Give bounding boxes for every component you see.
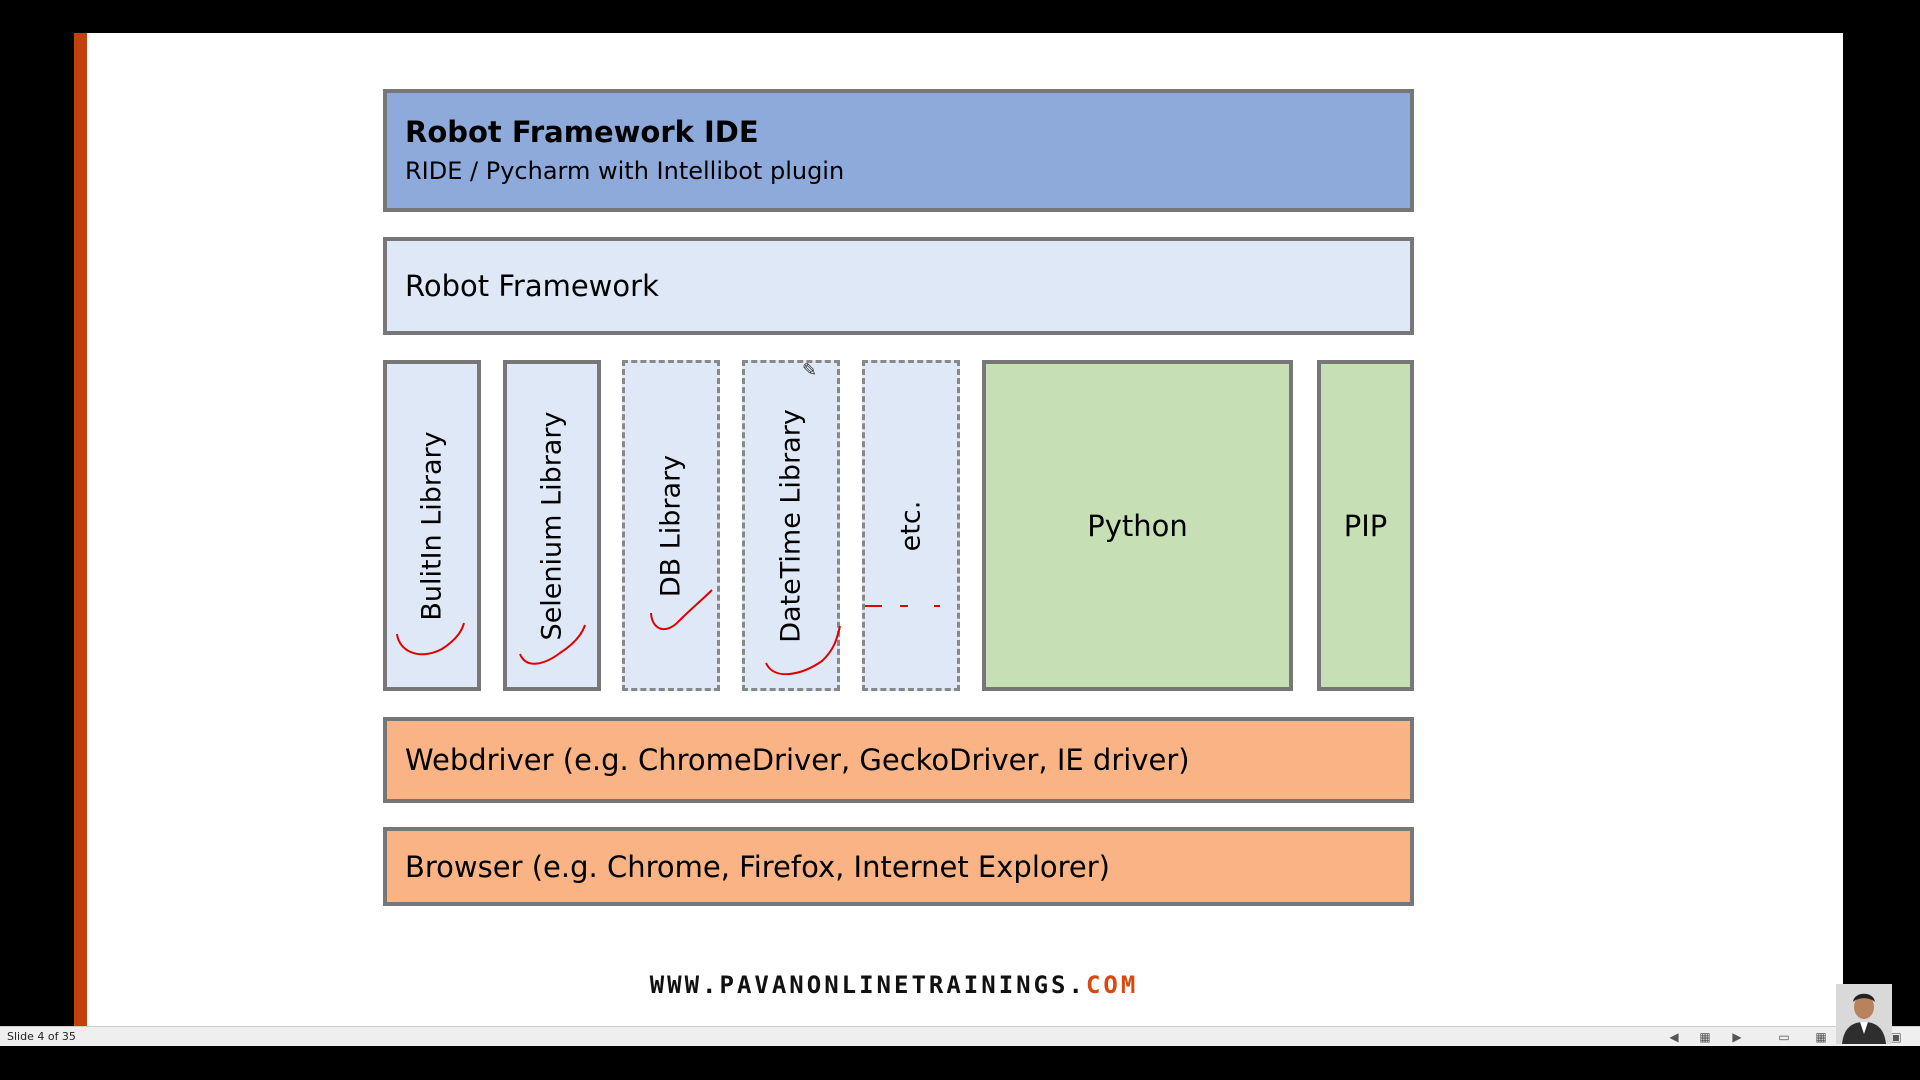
footer-url-main: WWW.PAVANONLINETRAININGS.: [649, 971, 1086, 999]
slide-accent-bar: [74, 33, 87, 1026]
slide-counter: Slide 4 of 35: [7, 1030, 76, 1043]
ide-subtitle: RIDE / Pycharm with Intellibot plugin: [405, 157, 845, 185]
presenter-avatar: [1836, 984, 1892, 1044]
status-bar: Slide 4 of 35 ◀ ▦ ▶ ▭ ▦ ▣: [0, 1026, 1920, 1046]
previous-icon[interactable]: ◀: [1669, 1030, 1679, 1044]
pen-cursor-icon: ✎: [802, 360, 818, 381]
python-label: Python: [1087, 508, 1188, 543]
library-selenium-label: Selenium Library: [536, 411, 568, 640]
ide-layer: Robot Framework IDE RIDE / Pycharm with …: [383, 89, 1414, 212]
webdriver-label: Webdriver (e.g. ChromeDriver, GeckoDrive…: [405, 743, 1190, 777]
library-etc-label: etc.: [895, 500, 927, 551]
library-datetime: DateTime Library: [742, 360, 840, 691]
python-layer: Python: [982, 360, 1293, 691]
slide-canvas: Robot Framework IDE RIDE / Pycharm with …: [74, 33, 1843, 1026]
library-builtin: BulitIn Library: [383, 360, 481, 691]
library-etc: etc.: [862, 360, 960, 691]
reading-view-icon[interactable]: ▦: [1699, 1030, 1711, 1044]
library-selenium: Selenium Library: [503, 360, 601, 691]
library-builtin-label: BulitIn Library: [416, 430, 448, 621]
library-db: DB Library: [622, 360, 720, 691]
robot-framework-label: Robot Framework: [405, 269, 659, 303]
footer-url-tld: COM: [1085, 971, 1139, 999]
browser-layer: Browser (e.g. Chrome, Firefox, Internet …: [383, 827, 1414, 906]
footer-url: WWW.PAVANONLINETRAININGS.COM: [74, 971, 1714, 999]
presenter-webcam: [1836, 984, 1892, 1044]
robot-framework-layer: Robot Framework: [383, 237, 1414, 335]
library-db-label: DB Library: [655, 454, 687, 597]
slide-sorter-icon[interactable]: ▦: [1815, 1030, 1827, 1044]
pip-label: PIP: [1343, 508, 1388, 543]
normal-view-icon[interactable]: ▭: [1778, 1030, 1790, 1044]
next-icon[interactable]: ▶: [1732, 1030, 1742, 1044]
ide-title: Robot Framework IDE: [405, 115, 759, 149]
library-datetime-label: DateTime Library: [775, 408, 807, 643]
browser-label: Browser (e.g. Chrome, Firefox, Internet …: [405, 849, 1110, 884]
slideshow-icon[interactable]: ▣: [1890, 1030, 1902, 1044]
pip-layer: PIP: [1317, 360, 1414, 691]
webdriver-layer: Webdriver (e.g. ChromeDriver, GeckoDrive…: [383, 717, 1414, 803]
